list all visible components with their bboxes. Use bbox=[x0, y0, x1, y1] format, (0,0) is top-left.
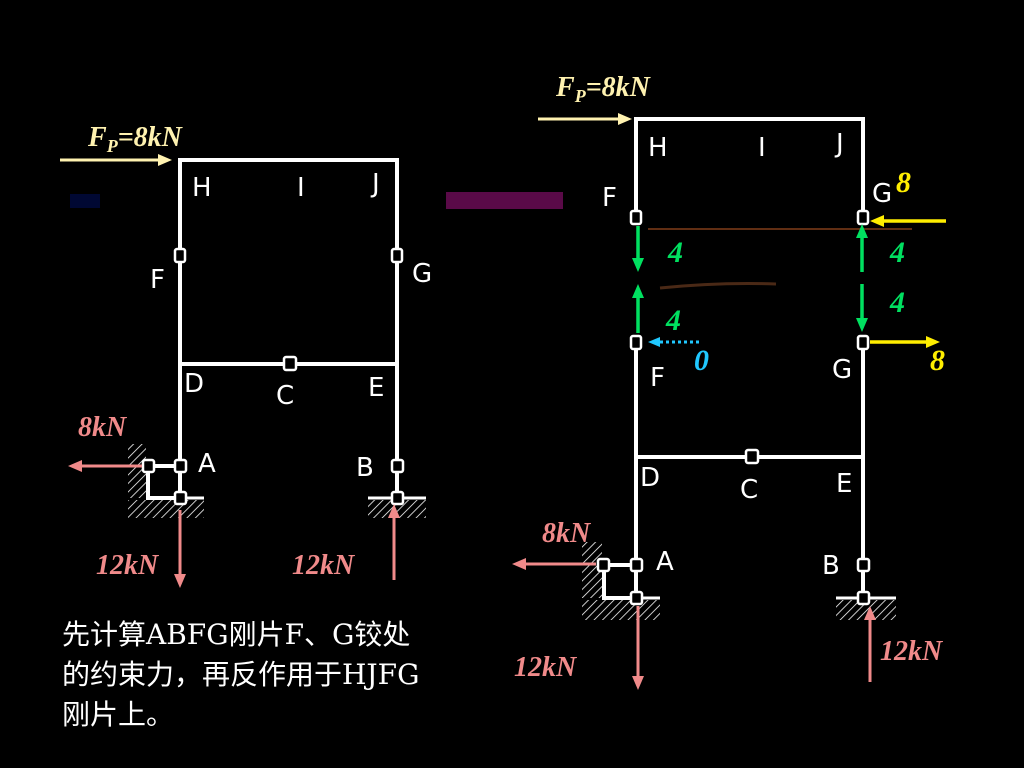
right-node-d: D bbox=[640, 463, 660, 493]
left-node-a: A bbox=[198, 449, 216, 479]
f-lower-v-arrow bbox=[632, 284, 644, 333]
decorative-bar bbox=[446, 192, 563, 209]
right-reaction-a-label: 12kN bbox=[514, 652, 578, 683]
right-node-e: E bbox=[836, 469, 852, 499]
right-node-h: H bbox=[648, 133, 668, 163]
left-node-h: H bbox=[192, 173, 212, 203]
right-node-g-upper: G bbox=[872, 179, 892, 209]
right-reaction-h-label: 8kN bbox=[542, 518, 592, 549]
left-applied-force-arrow bbox=[60, 154, 172, 166]
left-applied-force-label: FP=8kN bbox=[87, 122, 184, 156]
caption-line-2: 的约束力，再反作用于HJFG bbox=[62, 658, 420, 691]
left-node-e: E bbox=[368, 373, 384, 403]
left-frame bbox=[146, 158, 399, 500]
caption-line-1: 先计算ABFG刚片F、G铰处 bbox=[62, 618, 411, 651]
right-supports bbox=[582, 542, 896, 620]
g-lower-v-label: 4 bbox=[889, 286, 905, 319]
right-node-j: J bbox=[834, 129, 844, 159]
decorative-mark bbox=[70, 194, 100, 208]
right-upper-frame bbox=[634, 117, 865, 218]
f-lower-h-label: 0 bbox=[694, 344, 709, 377]
right-node-c: C bbox=[740, 475, 758, 505]
g-upper-h-label: 8 bbox=[896, 166, 911, 199]
f-upper-v-label: 4 bbox=[667, 236, 683, 269]
left-diagram: H I J F G D C E A B FP=8kN 8kN 12kN bbox=[60, 122, 432, 588]
left-node-f: F bbox=[150, 265, 165, 295]
left-node-d: D bbox=[184, 369, 204, 399]
left-node-i: I bbox=[297, 173, 305, 203]
left-reaction-a-label: 12kN bbox=[96, 550, 160, 581]
right-diagram: H I J F G F G D C E A B FP=8kN 8 bbox=[512, 72, 946, 690]
left-reaction-a-arrow bbox=[174, 510, 186, 588]
right-reaction-a-arrow bbox=[632, 606, 644, 690]
f-upper-v-arrow bbox=[632, 226, 644, 272]
right-reaction-h-arrow bbox=[512, 558, 596, 570]
right-node-i: I bbox=[758, 133, 766, 163]
right-reaction-b-label: 12kN bbox=[880, 636, 944, 667]
g-upper-v-arrow bbox=[856, 224, 868, 272]
left-node-g: G bbox=[412, 259, 432, 289]
g-lower-v-arrow bbox=[856, 284, 868, 332]
right-reaction-b-arrow bbox=[864, 606, 876, 682]
g-upper-h-arrow bbox=[870, 215, 946, 227]
right-hinges bbox=[596, 209, 871, 606]
right-node-labels: H I J F G F G D C E A B bbox=[602, 129, 892, 581]
left-hinges bbox=[141, 247, 405, 506]
g-lower-h-arrow bbox=[870, 336, 940, 348]
g-lower-h-label: 8 bbox=[930, 344, 945, 377]
caption-text: 先计算ABFG刚片F、G铰处 的约束力，再反作用于HJFG 刚片上。 bbox=[62, 615, 502, 735]
right-node-b: B bbox=[822, 551, 840, 581]
left-node-c: C bbox=[276, 381, 294, 411]
caption-line-3: 刚片上。 bbox=[62, 698, 175, 731]
left-node-labels: H I J F G D C E A B bbox=[150, 169, 432, 483]
f-lower-h-arrow bbox=[648, 337, 700, 347]
right-node-a: A bbox=[656, 547, 674, 577]
right-applied-force-arrow bbox=[538, 113, 632, 125]
left-node-b: B bbox=[356, 453, 374, 483]
g-upper-v-label: 4 bbox=[889, 236, 905, 269]
right-node-f-lower: F bbox=[650, 363, 665, 393]
right-node-f-upper: F bbox=[602, 183, 617, 213]
left-node-j: J bbox=[370, 169, 380, 199]
right-applied-force-label: FP=8kN bbox=[555, 72, 652, 106]
decorative-streak-2 bbox=[659, 282, 777, 290]
f-lower-v-label: 4 bbox=[665, 304, 681, 337]
left-reaction-b-label: 12kN bbox=[292, 550, 356, 581]
left-supports bbox=[128, 444, 426, 518]
left-reaction-h-label: 8kN bbox=[78, 412, 128, 443]
right-node-g-lower: G bbox=[832, 355, 852, 385]
left-reaction-h-arrow bbox=[68, 460, 142, 472]
left-reaction-b-arrow bbox=[388, 504, 400, 580]
